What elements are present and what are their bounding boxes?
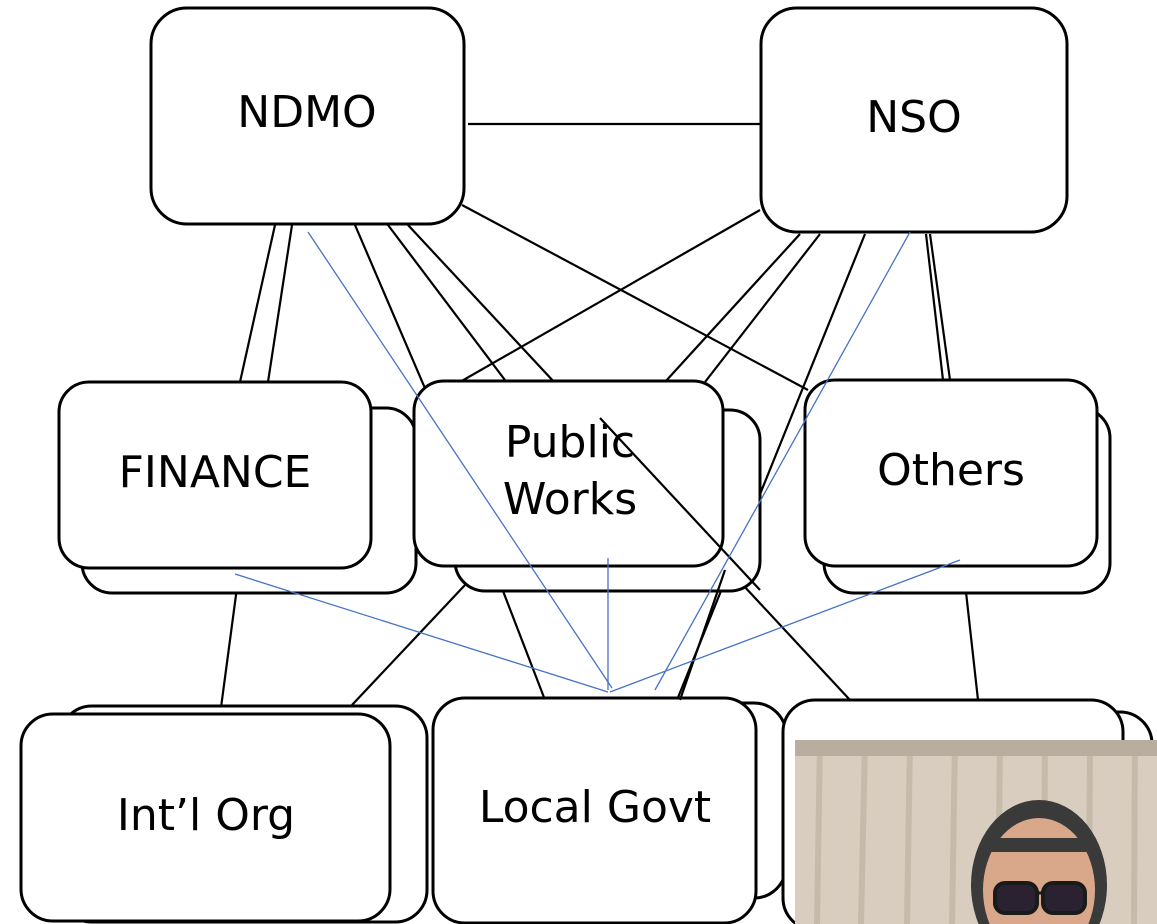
node-public-works bbox=[412, 379, 725, 568]
node-local-govt-label: Local Govt bbox=[479, 782, 711, 833]
connector-nso-publicworks-b bbox=[664, 233, 801, 383]
node-others-label: Others bbox=[877, 445, 1025, 496]
blue-connector-nso-localgovt bbox=[654, 231, 911, 691]
blue-connectors bbox=[234, 231, 961, 693]
connector-nso-others-b bbox=[928, 233, 952, 381]
connector-publicworks-intlorg bbox=[351, 584, 466, 706]
connector-nso-localgovt-overlay bbox=[678, 569, 727, 701]
node-finance-label: FINANCE bbox=[119, 447, 312, 498]
connector-ndmo-finance-b bbox=[266, 224, 294, 383]
connector-nso-others-a bbox=[924, 233, 945, 381]
connector-ndmo-others bbox=[461, 204, 809, 391]
connector-ndmo-publicworks-b bbox=[387, 224, 521, 401]
node-intl-org bbox=[19, 712, 392, 923]
connector-ndmo-finance-a bbox=[238, 224, 277, 383]
black-connectors bbox=[218, 122, 980, 716]
node-others bbox=[803, 378, 1099, 568]
connector-ndmo-localgovt-overlay bbox=[599, 417, 761, 591]
blue-connector-ndmo-localgovt bbox=[307, 231, 613, 689]
blue-connector-finance-localgovt bbox=[234, 573, 609, 693]
connector-nso-publicworks-a bbox=[459, 209, 761, 383]
blue-connector-others-localgovt bbox=[609, 559, 961, 693]
connector-nso-publicworks-c bbox=[704, 233, 821, 383]
node-ndmo-label: NDMO bbox=[237, 87, 376, 138]
node-intl-org-label: Int’l Org bbox=[117, 790, 295, 841]
node-public-works-label-line2: Works bbox=[503, 474, 637, 525]
node-nso-label: NSO bbox=[866, 92, 961, 143]
connector-nso-localgovt bbox=[675, 233, 867, 701]
person-video-icon bbox=[795, 740, 1157, 924]
node-local-govt bbox=[431, 696, 758, 924]
node-ndmo bbox=[149, 6, 466, 226]
node-finance bbox=[57, 380, 373, 570]
webcam-video-feed bbox=[795, 740, 1157, 924]
node-public-works-label-line1: Public bbox=[505, 417, 635, 468]
connector-ndmo-publicworks-a bbox=[353, 224, 432, 401]
node-nso bbox=[759, 6, 1069, 234]
